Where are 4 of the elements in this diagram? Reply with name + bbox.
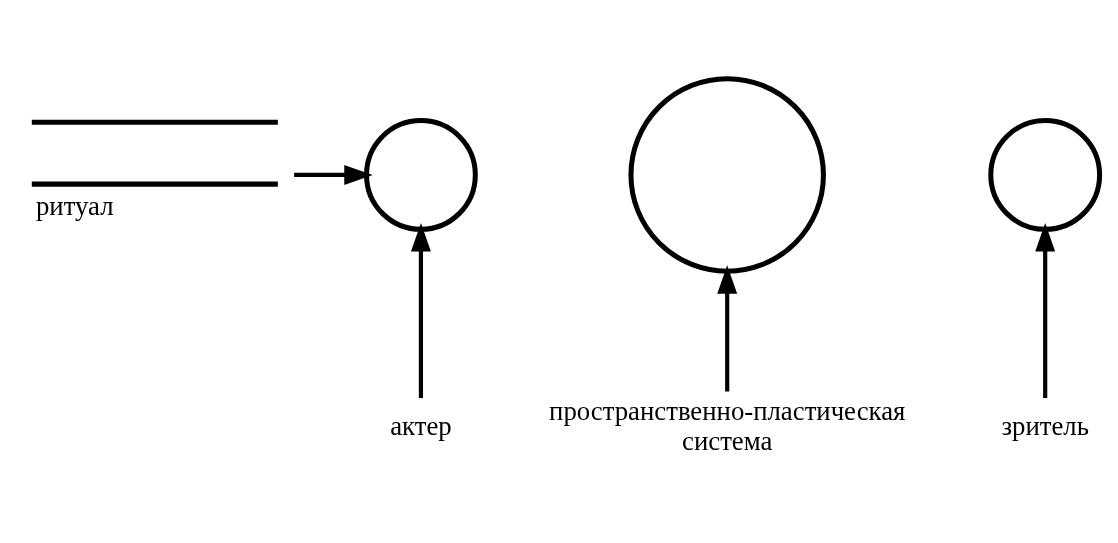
node-text: актер (390, 410, 452, 441)
node-text: зритель (1001, 410, 1089, 441)
node-text: ритуал (35, 190, 114, 221)
node-text: пространственно-пластическая система (549, 395, 906, 456)
